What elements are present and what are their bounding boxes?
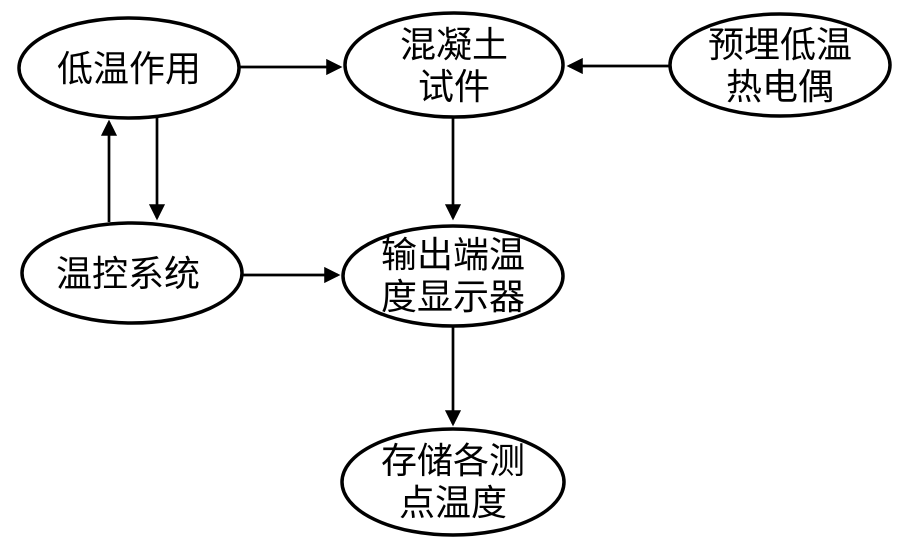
node-label-line1: 输出端温: [381, 235, 525, 275]
node-ellipse: [343, 11, 565, 119]
node-label-line2: 热电偶: [726, 67, 834, 107]
node-label-line1: 预埋低温: [708, 25, 852, 65]
node-ellipse: [17, 16, 241, 120]
node-label-line1: 存储各测: [381, 441, 525, 481]
node-label-line2: 点温度: [399, 483, 507, 523]
node-label: 温控系统: [56, 254, 200, 294]
node-ellipse: [20, 221, 244, 325]
node-label-line2: 试件: [418, 67, 490, 107]
edges-layer: [100, 57, 669, 427]
node-ellipse: [340, 427, 566, 537]
node-temp-control-system: 温控系统: [20, 221, 244, 325]
node-concrete-specimen: 混凝土 试件: [343, 11, 565, 119]
node-embedded-thermocouple: 预埋低温 热电偶: [668, 12, 892, 118]
node-ellipse: [668, 12, 892, 118]
node-storage-points: 存储各测 点温度: [340, 427, 566, 537]
node-output-display: 输出端温 度显示器: [341, 224, 565, 328]
node-label: 低温作用: [57, 49, 201, 89]
node-ellipse: [341, 224, 565, 328]
node-label-line1: 混凝土: [400, 25, 508, 65]
node-label-line2: 度显示器: [381, 277, 525, 317]
node-low-temp-action: 低温作用: [17, 16, 241, 120]
